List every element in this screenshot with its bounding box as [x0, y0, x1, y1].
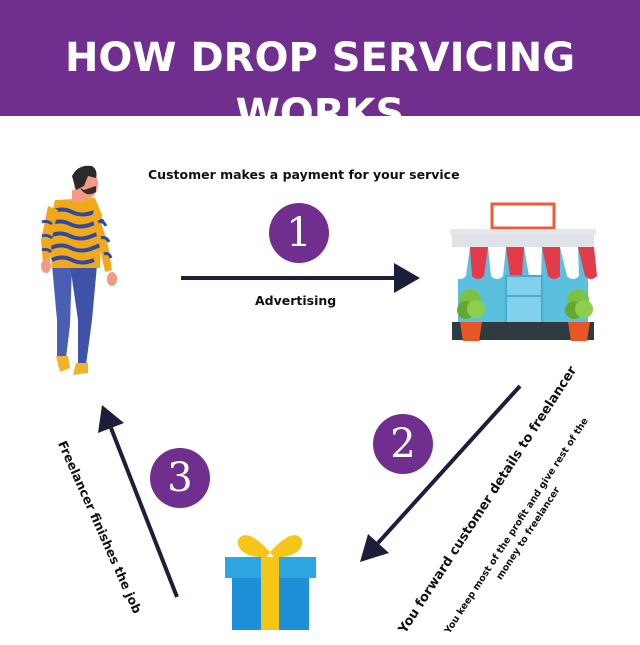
page-title: HOW DROP SERVICING WORKS: [64, 35, 576, 137]
shop-storefront-icon: [450, 202, 597, 341]
title-banner: HOW DROP SERVICING WORKS: [0, 0, 640, 137]
arrow-customer-to-shop: [181, 263, 420, 293]
arrow-freelancer-to-customer: [98, 405, 179, 598]
gift-box-icon: [225, 535, 316, 630]
step-3-badge: 3: [150, 448, 210, 508]
step-1-badge: 1: [269, 203, 329, 263]
customer-figure-icon: [41, 165, 117, 375]
arrow-shop-to-freelancer: [360, 384, 522, 562]
step-1-caption: Customer makes a payment for your servic…: [148, 167, 460, 182]
step-2-badge: 2: [373, 414, 433, 474]
step-1-sublabel: Advertising: [255, 293, 337, 308]
